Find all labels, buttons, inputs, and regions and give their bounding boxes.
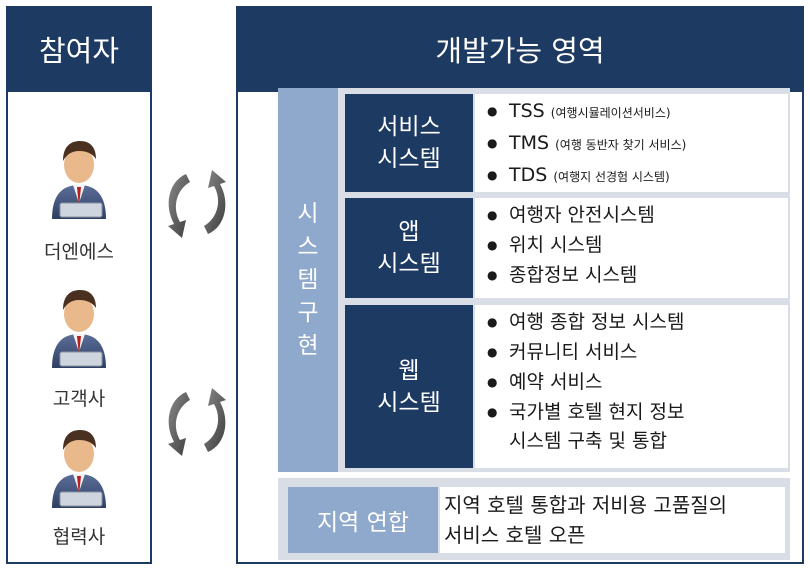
system-label-line: 웹 [398,357,420,384]
list-item: 종합정보 시스템 [485,260,780,290]
system-label-line: 시스템 [377,389,441,416]
participant-label: 고객사 [52,388,106,410]
participant-label: 협력사 [52,526,106,548]
regional-line: 서비스 호텔 오픈 [444,523,586,547]
businessman-laptop-icon [52,430,106,508]
participants-title: 참여자 [38,34,120,68]
list-item: 예약 서비스 [485,367,780,397]
implementation-char: 시 [297,200,319,227]
web-system-block: 웹 시스템 여행 종합 정보 시스템 커뮤니티 서비스 예약 서비스 국가별 호… [345,305,788,468]
implementation-char: 현 [297,332,319,359]
implementation-char: 구 [297,299,319,326]
system-label-line: 시스템 [377,146,441,172]
app-system-label: 앱 시스템 [345,198,473,298]
list-item: 커뮤니티 서비스 [485,337,780,367]
app-system-list: 여행자 안전시스템 위치 시스템 종합정보 시스템 [475,198,788,298]
development-header: 개발가능 영역 [236,6,804,92]
businessman-laptop-icon [52,141,106,219]
implementation-char: 스 [297,233,319,260]
participants-header: 참여자 [6,6,152,92]
system-label-line: 앱 [398,219,420,245]
regional-description: 지역 호텔 통합과 저비용 고품질의 서비스 호텔 오픈 [440,487,785,553]
businessman-laptop-icon [52,290,106,368]
list-item: 여행자 안전시스템 [485,200,780,230]
list-item: TMS (여행 동반자 찾기 서비스) [485,128,780,160]
list-item: TDS (여행지 선경험 시스템) [485,160,780,192]
implementation-label: 시 스 템 구 현 [278,88,338,472]
web-system-list: 여행 종합 정보 시스템 커뮤니티 서비스 예약 서비스 국가별 호텔 현지 정… [475,305,788,468]
service-system-label: 서비스 시스템 [345,94,473,192]
cycle-arrows-icon [168,170,226,238]
service-system-block: 서비스 시스템 TSS (여행시뮬레이션서비스) TMS (여행 동반자 찾기 … [345,94,788,192]
service-system-list: TSS (여행시뮬레이션서비스) TMS (여행 동반자 찾기 서비스) TDS… [475,94,788,192]
list-item: TSS (여행시뮬레이션서비스) [485,96,780,128]
list-item: 위치 시스템 [485,230,780,260]
participant-label: 더엔에스 [44,241,114,263]
development-title: 개발가능 영역 [435,34,605,68]
regional-label: 지역 연합 [288,487,438,553]
system-label-line: 서비스 [377,114,441,140]
app-system-block: 앱 시스템 여행자 안전시스템 위치 시스템 종합정보 시스템 [345,198,788,298]
implementation-char: 템 [297,266,319,293]
list-item: 여행 종합 정보 시스템 [485,307,780,337]
regional-line: 지역 호텔 통합과 저비용 고품질의 [444,493,728,517]
cycle-arrows-icon [168,388,226,456]
system-label-line: 시스템 [377,251,441,277]
web-system-label: 웹 시스템 [345,305,473,468]
